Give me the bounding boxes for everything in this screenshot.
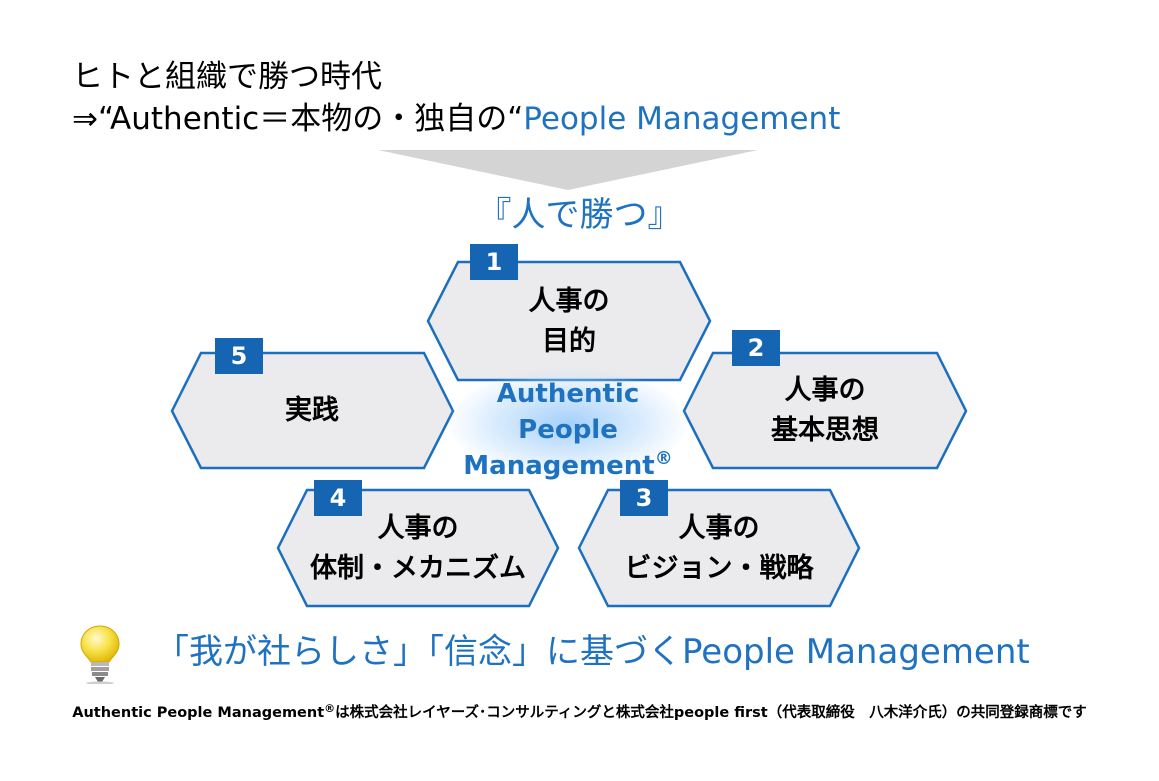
badge-3: 3 [620,480,668,516]
registered-mark: ® [654,448,673,469]
hexagon-2-line-2: 基本思想 [771,415,879,446]
footnote-part-1: Authentic People Management [72,705,325,721]
hexagon-5 [170,351,455,470]
hexagon-3-line-1: 人事の [678,513,760,544]
hexagon-5-line-1: 実践 [285,395,339,426]
header-line-1: ヒトと組織で勝つ時代 [72,59,382,95]
center-label-line-1: Authentic [496,379,640,409]
badge-5: 5 [215,338,263,374]
badge-4: 4 [314,480,362,516]
hexagon-3-label: 人事の ビジョン・戦略 [625,509,814,589]
hexagon-1-line-2: 目的 [542,326,596,357]
down-arrow-shape [378,150,758,190]
hexagon-1-label: 人事の 目的 [529,282,610,362]
hexagon-2-label: 人事の 基本思想 [771,371,879,451]
hexagon-3 [577,488,861,608]
hexagon-4-line-1: 人事の [377,513,459,544]
header-line-2: ⇒“Authentic＝本物の・独自の“People Management [72,100,840,138]
subtitle: 『人で勝つ』 [477,195,682,235]
bottom-message: 「我が社らしさ」「信念」に基づくPeople Management [155,632,1030,672]
center-label-management: Management [463,451,655,481]
lightbulb-icon [80,625,120,684]
header-line-2-highlight: People Management [523,101,841,137]
hexagon-1-line-1: 人事の [528,286,610,317]
center-label-line-3: Management® [418,448,718,484]
badge-2: 2 [732,330,780,366]
hexagon-2-line-1: 人事の [784,375,866,406]
hexagon-5-label: 実践 [285,391,339,431]
center-label-line-2: People [518,415,618,445]
trademark-footnote: Authentic People Management®は株式会社レイヤーズ･コ… [0,702,1159,724]
hexagon-3-line-2: ビジョン・戦略 [624,553,814,584]
hexagon-4 [276,488,560,608]
footnote-part-2: は株式会社レイヤーズ･コンサルティングと株式会社people first（代表取… [335,705,1087,721]
center-glow [448,368,688,478]
header-line-2-prefix: ⇒“Authentic＝本物の・独自の“ [72,101,524,137]
hexagon-1 [426,260,712,382]
footnote-registered-mark: ® [324,702,336,715]
hexagon-4-label: 人事の 体制・メカニズム [310,509,526,589]
hexagon-4-line-2: 体制・メカニズム [310,553,526,584]
center-label: Authentic People Management® [418,376,718,484]
badge-1: 1 [470,244,518,280]
